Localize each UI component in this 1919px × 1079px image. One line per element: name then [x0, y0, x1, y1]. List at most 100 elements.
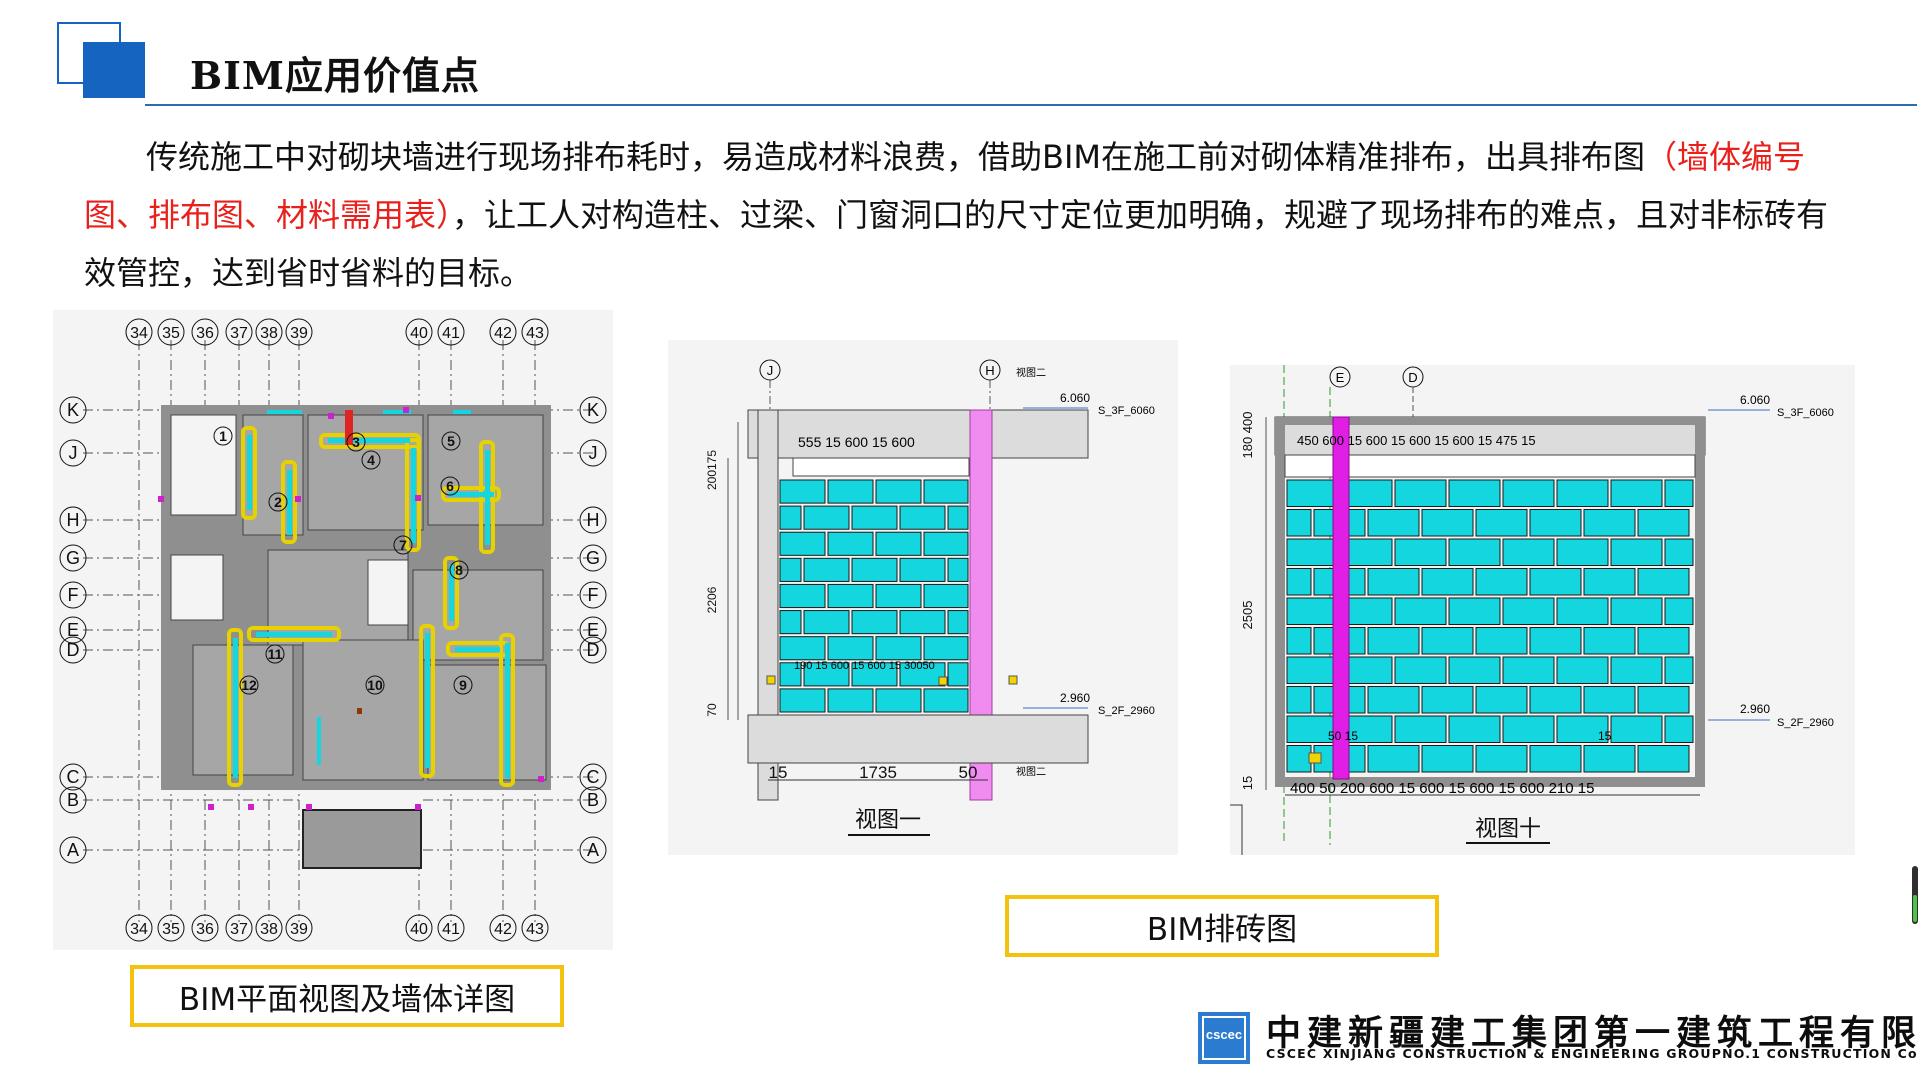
brick	[1448, 715, 1501, 743]
company-name-en: CSCEC XINJIANG CONSTRUCTION & ENGINEERIN…	[1266, 1046, 1919, 1061]
bottom-small-dims-right: 15	[1598, 729, 1612, 743]
brick	[1583, 509, 1636, 537]
brick	[779, 531, 826, 556]
grid-bubble-d: D	[1408, 370, 1417, 385]
brick	[1421, 627, 1474, 655]
brick	[851, 557, 898, 582]
bottom-level-tag: S_2F_2960	[1777, 717, 1834, 729]
brick	[851, 610, 898, 635]
brick	[1394, 479, 1447, 507]
brick	[779, 479, 826, 504]
brick	[875, 636, 922, 661]
brick	[875, 583, 922, 609]
brick	[1502, 538, 1555, 566]
brick	[779, 610, 802, 635]
brick	[803, 662, 850, 687]
brick	[1367, 745, 1420, 773]
brick	[1475, 745, 1528, 773]
room-number: 9	[459, 677, 467, 693]
brick	[1637, 568, 1690, 596]
brick	[779, 583, 826, 609]
room-number: 2	[274, 494, 282, 510]
left-dimension: 200175	[705, 450, 719, 490]
section-note: 视图二	[1016, 765, 1046, 778]
brick	[827, 636, 874, 661]
brick	[1583, 686, 1636, 714]
slide-title: BIM应用价值点	[190, 53, 480, 98]
axis-letter-left: J	[69, 443, 78, 463]
brick	[1286, 538, 1339, 566]
brick	[827, 531, 874, 556]
left-dimension: 2505	[1240, 601, 1255, 630]
brick	[779, 662, 802, 687]
brick	[1448, 479, 1501, 507]
bottom-level: 2.960	[1060, 691, 1090, 705]
brick	[1664, 715, 1694, 743]
bottom-dimension: 1735	[859, 763, 897, 782]
axis-number-bottom: 34	[130, 921, 148, 938]
brick	[1421, 509, 1474, 537]
axis-letter-left: D	[67, 640, 80, 660]
brick	[851, 505, 898, 530]
brick	[1583, 627, 1636, 655]
axis-number-bottom: 43	[526, 921, 544, 938]
brick	[1664, 656, 1694, 684]
brick	[1448, 656, 1501, 684]
axis-number-top: 39	[290, 325, 308, 342]
brick	[947, 610, 969, 635]
axis-letter-right: B	[587, 790, 599, 810]
brick	[1556, 597, 1609, 625]
axis-letter-right: H	[587, 510, 600, 530]
brick	[1637, 745, 1690, 773]
axis-number-top: 43	[526, 325, 544, 342]
brick	[947, 505, 969, 530]
axis-letter-left: C	[67, 767, 80, 787]
brick	[1637, 627, 1690, 655]
scroll-indicator	[1913, 895, 1917, 922]
brick	[1286, 597, 1339, 625]
bottom-dimension: 15	[769, 763, 788, 782]
brick	[1367, 568, 1420, 596]
company-name-cn: 中建新疆建工集团第一建筑工程有限公司	[1266, 1014, 1919, 1054]
axis-number-bottom: 40	[410, 921, 428, 938]
room-number: 6	[446, 478, 454, 494]
logo-text: cscec	[1205, 1027, 1243, 1042]
brick	[827, 688, 874, 713]
brick	[1637, 509, 1690, 537]
brick	[899, 505, 946, 530]
top-level: 6.060	[1060, 391, 1090, 405]
paragraph-text-2: ，让工人对构造柱、过梁、门窗洞口的尺寸定位更加明确，规避了现场排布的难点，且对非…	[84, 196, 1829, 292]
top-level-tag: S_3F_6060	[1777, 407, 1834, 419]
brick	[1664, 479, 1694, 507]
axis-letter-right: C	[587, 767, 600, 787]
axis-number-top: 38	[260, 325, 278, 342]
room-number: 12	[241, 677, 257, 693]
axis-number-bottom: 39	[290, 921, 308, 938]
bottom-level: 2.960	[1740, 702, 1770, 716]
brick	[1448, 597, 1501, 625]
brick	[875, 531, 922, 556]
axis-number-top: 36	[196, 325, 214, 342]
axis-number-top: 42	[494, 325, 512, 342]
room-number: 3	[352, 434, 360, 450]
top-level: 6.060	[1740, 393, 1770, 407]
top-dimensions: 450 600 15 600 15 600 15 600 15 475 15	[1297, 433, 1536, 448]
bottom-dimension: 50	[959, 763, 978, 782]
brick	[1610, 538, 1663, 566]
company-logo: cscec	[1198, 1012, 1250, 1064]
brick	[1664, 597, 1694, 625]
axis-letter-left: B	[67, 790, 79, 810]
brick	[1502, 715, 1555, 743]
title-icon	[57, 22, 145, 98]
axis-number-top: 40	[410, 325, 428, 342]
brick	[1475, 568, 1528, 596]
grid-bubble-j: J	[767, 363, 774, 378]
brick	[1502, 656, 1555, 684]
top-dimensions: 555 15 600 15 600	[798, 434, 915, 450]
brick	[779, 505, 802, 530]
elevation-view-ten: E D 450 600 15 600 15 600 15 600 15 475 …	[1230, 365, 1855, 855]
brick	[851, 662, 898, 687]
brick	[1286, 745, 1312, 773]
brick	[779, 636, 826, 661]
